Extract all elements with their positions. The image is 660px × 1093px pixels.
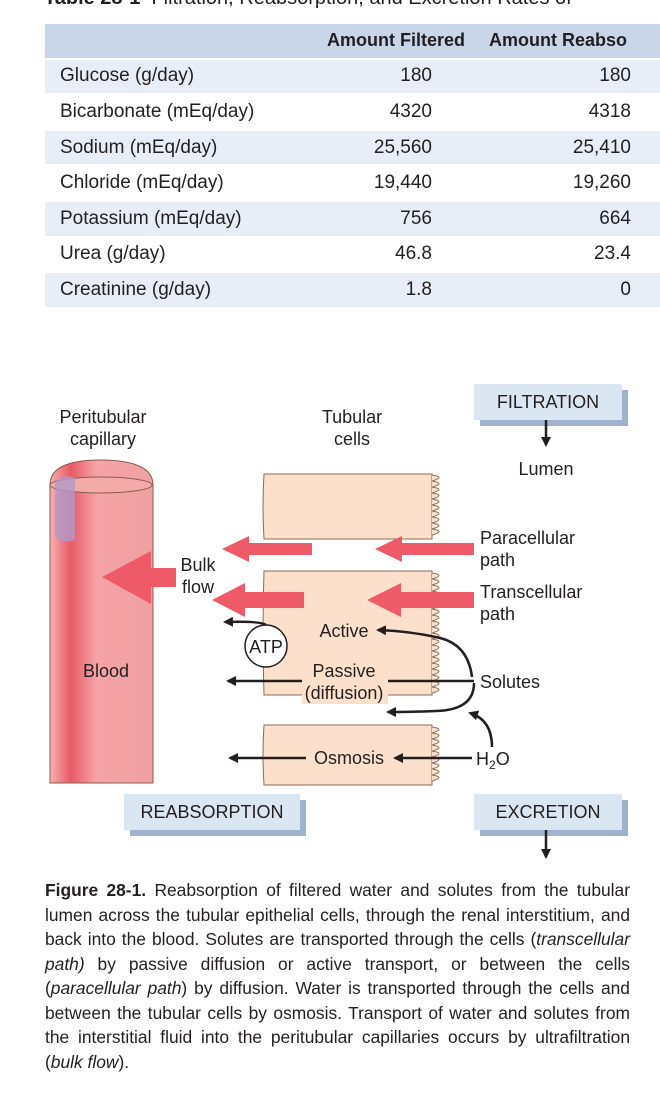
figure-caption-body-1: Reabsorption of filtered water and solut… [45, 880, 630, 949]
row-label: Urea (g/day) [45, 236, 315, 273]
row-label: Bicarbonate (mEq/day) [45, 94, 315, 130]
osmosis-label: Osmosis [314, 748, 384, 768]
solutes-active-arrow [376, 625, 474, 678]
passive-label-2: (diffusion) [305, 683, 384, 703]
figure-caption-lead: Figure 28-1. [45, 880, 147, 900]
table-row: Sodium (mEq/day) 25,560 25,410 [45, 129, 660, 166]
filtration-box: FILTRATION [474, 384, 628, 426]
excretion-label: EXCRETION [495, 802, 600, 822]
lumen-label: Lumen [518, 459, 573, 479]
figure-caption-italic-3: bulk flow [50, 1051, 119, 1072]
table-header-row: Amount Filtered Amount Reabso [45, 24, 660, 59]
transcellular-label-1: Transcellular [480, 582, 582, 602]
bulk-label-2: flow [182, 577, 215, 597]
paracellular-label-1: Paracellular [480, 528, 575, 548]
figure-caption: Figure 28-1. Reabsorption of filtered wa… [45, 878, 630, 1074]
atp-circle: ATP [244, 624, 288, 668]
reabsorbed-cell: 25,410 [477, 129, 660, 166]
paracellular-arrow-outer [375, 536, 474, 562]
figure-caption-italic-1: transcellular path) [45, 929, 630, 974]
table-row: Creatinine (g/day) 1.8 0 [45, 272, 660, 307]
reabsorption-label: REABSORPTION [140, 802, 283, 822]
row-label: Sodium (mEq/day) [45, 129, 315, 166]
table-row: Bicarbonate (mEq/day) 4320 4318 [45, 94, 660, 130]
reabsorbed-cell: 180 [477, 58, 660, 95]
reabsorbed-cell: 23.4 [477, 236, 660, 273]
figure-caption-body-4: ). [118, 1051, 130, 1072]
peritubular-label-1: Peritubular [59, 407, 146, 427]
rates-table: Amount Filtered Amount Reabso Glucose (g… [45, 24, 660, 307]
tubular-cell-top [262, 473, 440, 540]
table-row: Chloride (mEq/day) 19,440 19,260 [45, 165, 660, 201]
active-arrow-out [223, 616, 267, 627]
reabsorption-diagram: FILTRATION Lumen Peritubular capillary T… [49, 384, 628, 859]
paracellular-arrow-inner [222, 536, 312, 562]
reabsorbed-cell: 664 [477, 200, 660, 237]
excretion-box: EXCRETION [474, 794, 628, 836]
filtered-cell: 1.8 [315, 272, 477, 307]
passive-label-1: Passive [312, 661, 375, 681]
filtered-cell: 180 [315, 58, 477, 95]
figure-caption-body-3: ) by diffusion. Water is transported thr… [45, 978, 630, 1072]
header-amount-filtered: Amount Filtered [315, 24, 477, 59]
tubular-label-1: Tubular [322, 407, 382, 427]
reabsorbed-cell: 0 [477, 272, 660, 307]
row-label: Potassium (mEq/day) [45, 200, 315, 237]
transcellular-label-2: path [480, 604, 515, 624]
peritubular-capillary [49, 459, 154, 784]
h2o-curve-arrow [468, 710, 494, 748]
solutes-curve-arrow [386, 682, 476, 717]
filtered-cell: 19,440 [315, 165, 477, 201]
tubular-label-2: cells [334, 429, 370, 449]
atp-label: ATP [249, 637, 283, 657]
table-caption-title: Filtration, Reabsorption, and Excretion … [151, 0, 571, 9]
filtration-label: FILTRATION [497, 392, 599, 412]
table-row: Glucose (g/day) 180 180 [45, 58, 660, 95]
reabsorption-box: REABSORPTION [124, 794, 306, 836]
tubular-cell-bottom [262, 724, 440, 786]
figure-caption-italic-2: paracellular path [50, 978, 182, 998]
reabsorbed-cell: 4318 [477, 94, 660, 130]
transcellular-arrow-outer [367, 583, 474, 617]
row-label: Glucose (g/day) [45, 58, 315, 95]
figure-caption-body-2: by passive diffusion or active transport… [45, 953, 630, 999]
h2o-label: H2O [476, 749, 510, 772]
filtered-cell: 25,560 [315, 129, 477, 166]
table-row: Urea (g/day) 46.8 23.4 [45, 236, 660, 273]
peritubular-label-2: capillary [70, 429, 136, 449]
row-label: Creatinine (g/day) [45, 272, 315, 307]
transcellular-arrow-inner [212, 583, 304, 617]
active-label: Active [319, 621, 368, 641]
reabsorbed-cell: 19,260 [477, 165, 660, 201]
table-caption: Table 28-1 Filtration, Reabsorption, and… [44, 0, 572, 10]
filtered-cell: 46.8 [315, 236, 477, 273]
header-blank [45, 24, 315, 59]
filtered-cell: 756 [315, 200, 477, 237]
header-amount-reabsorbed: Amount Reabso [477, 24, 660, 59]
row-label: Chloride (mEq/day) [45, 165, 315, 201]
bulk-label-1: Bulk [180, 555, 216, 575]
filtered-cell: 4320 [315, 94, 477, 130]
bulk-flow-arrow [102, 551, 176, 604]
table-caption-label: Table 28-1 [44, 0, 140, 9]
solutes-label: Solutes [480, 672, 540, 692]
table-row: Potassium (mEq/day) 756 664 [45, 200, 660, 237]
paracellular-label-2: path [480, 550, 515, 570]
blood-label: Blood [83, 661, 129, 681]
